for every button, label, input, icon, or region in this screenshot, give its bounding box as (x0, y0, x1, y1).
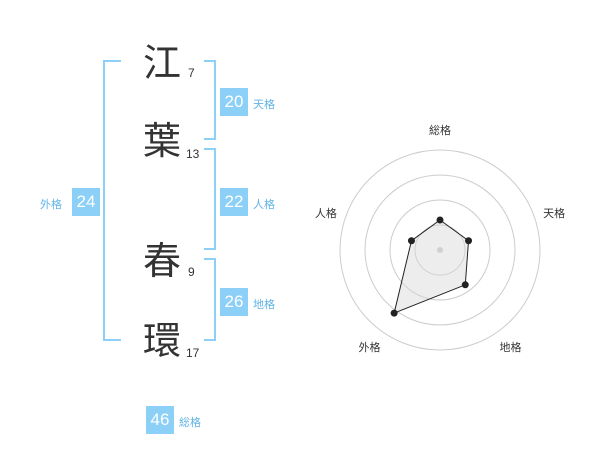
stroke-count-1: 7 (188, 66, 195, 80)
radar-ring-2 (389, 199, 491, 301)
radar-point (461, 281, 469, 289)
soukaku-value-badge: 46 (146, 406, 174, 434)
chikaku-label: 地格 (253, 298, 275, 311)
gaikaku-label: 外格 (40, 198, 62, 211)
radar-ring-3 (364, 174, 516, 326)
radar-ring-1 (414, 224, 466, 276)
radar-axis-label: 天格 (543, 206, 565, 220)
tenkaku-value-badge: 20 (220, 88, 248, 116)
radar-axis-label: 総格 (429, 123, 451, 137)
gaikaku-bracket (103, 60, 121, 341)
radar-point (465, 237, 473, 245)
tenkaku-bracket (204, 60, 216, 140)
tenkaku-label: 天格 (253, 98, 275, 111)
stroke-count-4: 17 (186, 346, 200, 360)
radar-series (390, 216, 473, 317)
radar-point (436, 216, 444, 224)
radar-center-dot (437, 247, 443, 253)
stroke-count-3: 9 (188, 265, 195, 279)
chikaku-bracket (204, 258, 216, 341)
name-char-4: 環 (143, 319, 182, 363)
chikaku-value-badge: 26 (220, 288, 248, 316)
radar-ring-4 (339, 149, 541, 351)
name-char-2: 葉 (143, 119, 182, 163)
jinkaku-label: 人格 (253, 198, 275, 211)
name-char-1: 江 (143, 41, 182, 85)
radar-point (407, 237, 415, 245)
radar-grid (339, 149, 541, 351)
jinkaku-bracket (204, 148, 216, 250)
gaikaku-value-badge: 24 (72, 188, 100, 216)
radar-axis-label: 地格 (500, 340, 522, 354)
stroke-count-2: 13 (186, 147, 200, 161)
radar-point (390, 309, 398, 317)
radar-axis-label: 人格 (315, 206, 337, 220)
jinkaku-value-badge: 22 (220, 188, 248, 216)
name-char-3: 春 (143, 239, 182, 283)
radar-axis-label: 外格 (358, 340, 380, 354)
soukaku-label: 総格 (179, 416, 201, 429)
